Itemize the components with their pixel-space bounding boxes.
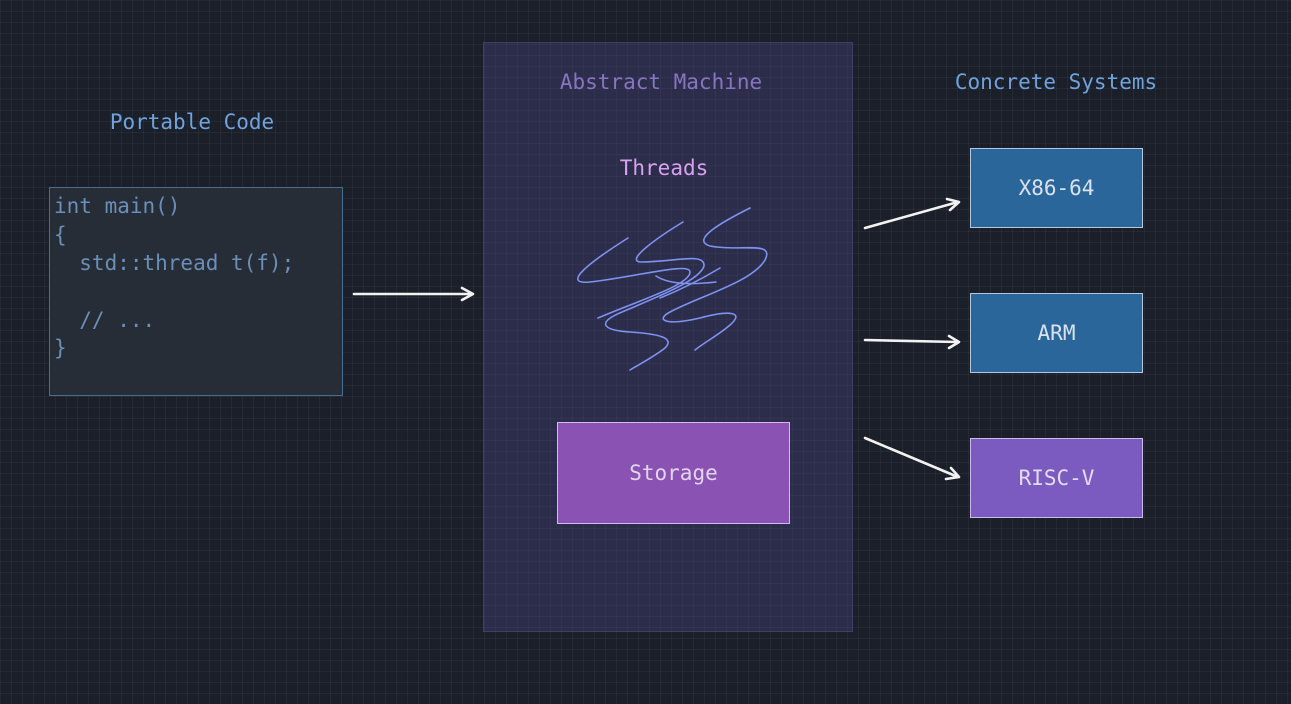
- concrete-systems-heading: Concrete Systems: [954, 70, 1158, 94]
- code-line: int main(): [54, 194, 181, 218]
- storage-box: Storage: [557, 422, 790, 524]
- system-box-x86-64: X86-64: [970, 148, 1143, 228]
- code-line: {: [54, 223, 67, 247]
- portable-code-heading: Portable Code: [109, 110, 275, 134]
- arrow-machine-to-arm: [863, 334, 961, 350]
- threads-heading: Threads: [619, 156, 709, 180]
- code-line: // ...: [54, 308, 156, 332]
- code-line: }: [54, 336, 67, 360]
- arrow-machine-to-x86-64: [863, 197, 961, 230]
- system-label: RISC-V: [1018, 466, 1095, 490]
- storage-label: Storage: [629, 461, 718, 485]
- code-block: int main() { std::thread t(f); // ... }: [49, 187, 343, 396]
- arrow-code-to-machine: [352, 286, 475, 302]
- system-box-arm: ARM: [970, 293, 1143, 373]
- abstract-machine-heading: Abstract Machine: [559, 70, 763, 94]
- system-box-risc-v: RISC-V: [970, 438, 1143, 518]
- system-label: X86-64: [1018, 176, 1095, 200]
- system-label: ARM: [1037, 321, 1076, 345]
- arrow-machine-to-risc-v: [863, 436, 961, 481]
- abstract-machine-panel: [483, 42, 853, 632]
- code-line: std::thread t(f);: [54, 251, 295, 275]
